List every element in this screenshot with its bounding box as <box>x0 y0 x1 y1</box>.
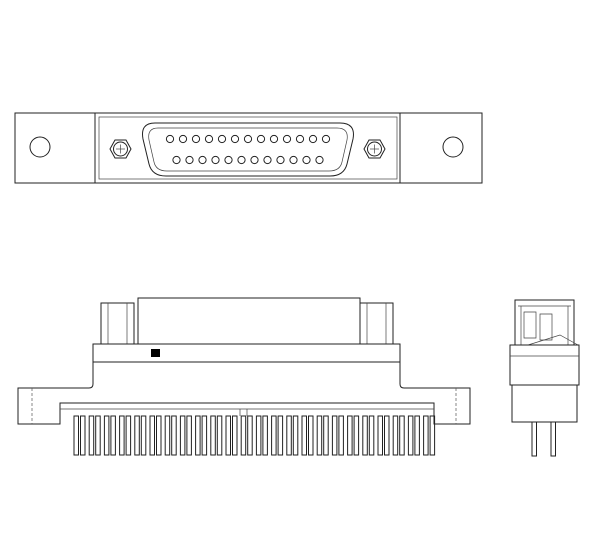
lead-pin <box>73 415 79 456</box>
lead-pin <box>125 415 132 456</box>
pin-socket <box>217 134 227 144</box>
lead-pin <box>271 415 277 456</box>
jackscrew-post-right <box>359 302 394 345</box>
lead-pin <box>308 415 314 456</box>
lead-pin <box>247 415 253 456</box>
lead-array <box>73 415 436 456</box>
lead-pin <box>164 415 171 456</box>
end-view <box>509 299 580 457</box>
pin-socket <box>191 134 201 144</box>
pin-socket <box>230 134 240 144</box>
lead-pin <box>179 415 186 456</box>
lead-pin <box>331 415 338 456</box>
lead-pin <box>292 415 299 456</box>
pin-socket <box>289 155 298 165</box>
end-body <box>511 384 578 423</box>
pin-socket <box>224 155 233 165</box>
lead-pin <box>240 415 247 456</box>
lead-pin <box>195 415 201 456</box>
mounting-hole-right <box>442 136 464 158</box>
lead-pin <box>384 415 390 456</box>
lead-pin <box>286 415 292 456</box>
pin-grid <box>165 134 331 165</box>
lead-pin <box>134 415 140 456</box>
shell-top-block <box>137 297 361 345</box>
side-view <box>17 297 471 456</box>
end-lead-pin <box>531 421 537 457</box>
front-view <box>14 112 483 184</box>
lead-pin <box>407 415 414 456</box>
pin-socket <box>243 134 253 144</box>
lead-pin <box>156 415 162 456</box>
pin-socket <box>321 134 331 144</box>
lead-pin <box>103 415 110 456</box>
pin-socket <box>282 134 292 144</box>
lead-pin <box>301 415 307 456</box>
lead-pin <box>95 415 101 456</box>
pin-socket <box>237 155 246 165</box>
lead-pin <box>338 415 344 456</box>
end-flange-band <box>509 344 580 386</box>
lead-pin <box>323 415 329 456</box>
lead-pin <box>414 415 420 456</box>
pin-socket <box>211 155 220 165</box>
lead-pin <box>225 415 231 456</box>
d-shell-outer <box>142 122 354 177</box>
pin-socket <box>204 134 214 144</box>
lead-pin <box>149 415 155 456</box>
lead-pin <box>80 415 86 456</box>
lead-pin <box>210 415 216 456</box>
pin-socket <box>308 134 318 144</box>
pin-socket <box>250 155 259 165</box>
lead-pin <box>392 415 399 456</box>
lead-pin <box>255 415 262 456</box>
pin-socket <box>263 155 272 165</box>
pin-socket <box>276 155 285 165</box>
pin-socket <box>269 134 279 144</box>
lead-pin <box>119 415 125 456</box>
lead-pin <box>377 415 383 456</box>
polarity-marker <box>151 349 160 357</box>
mounting-hole-left <box>29 136 51 158</box>
jackscrew-right <box>363 139 386 159</box>
pin-socket <box>256 134 266 144</box>
jackscrew-left <box>109 139 132 159</box>
lead-pin <box>353 415 360 456</box>
lead-pin <box>277 415 284 456</box>
jackscrew-post-left <box>100 302 135 345</box>
flange-band <box>92 343 401 363</box>
pin-socket <box>172 155 181 165</box>
lead-pin <box>186 415 192 456</box>
lead-pin <box>88 415 95 456</box>
lead-pin <box>362 415 368 456</box>
lead-pin <box>368 415 375 456</box>
pin-socket <box>315 155 324 165</box>
end-lead-pin <box>550 421 556 457</box>
d-shell-inner <box>148 127 348 172</box>
end-lead-array <box>531 421 556 457</box>
lead-pin <box>423 415 429 456</box>
lead-pin <box>347 415 353 456</box>
lead-pin <box>262 415 268 456</box>
end-top-housing <box>514 299 575 346</box>
lead-pin <box>316 415 323 456</box>
pin-socket <box>295 134 305 144</box>
lead-pin <box>399 415 405 456</box>
lead-pin <box>140 415 147 456</box>
lead-pin <box>216 415 223 456</box>
connector-body <box>17 361 471 425</box>
pin-socket <box>302 155 311 165</box>
pin-socket <box>185 155 194 165</box>
lead-pin <box>201 415 208 456</box>
lead-pin <box>232 415 238 456</box>
pin-socket <box>165 134 175 144</box>
pin-socket <box>178 134 188 144</box>
lead-pin <box>429 415 436 456</box>
lead-pin <box>110 415 116 456</box>
lead-pin <box>171 415 177 456</box>
pin-socket <box>198 155 207 165</box>
